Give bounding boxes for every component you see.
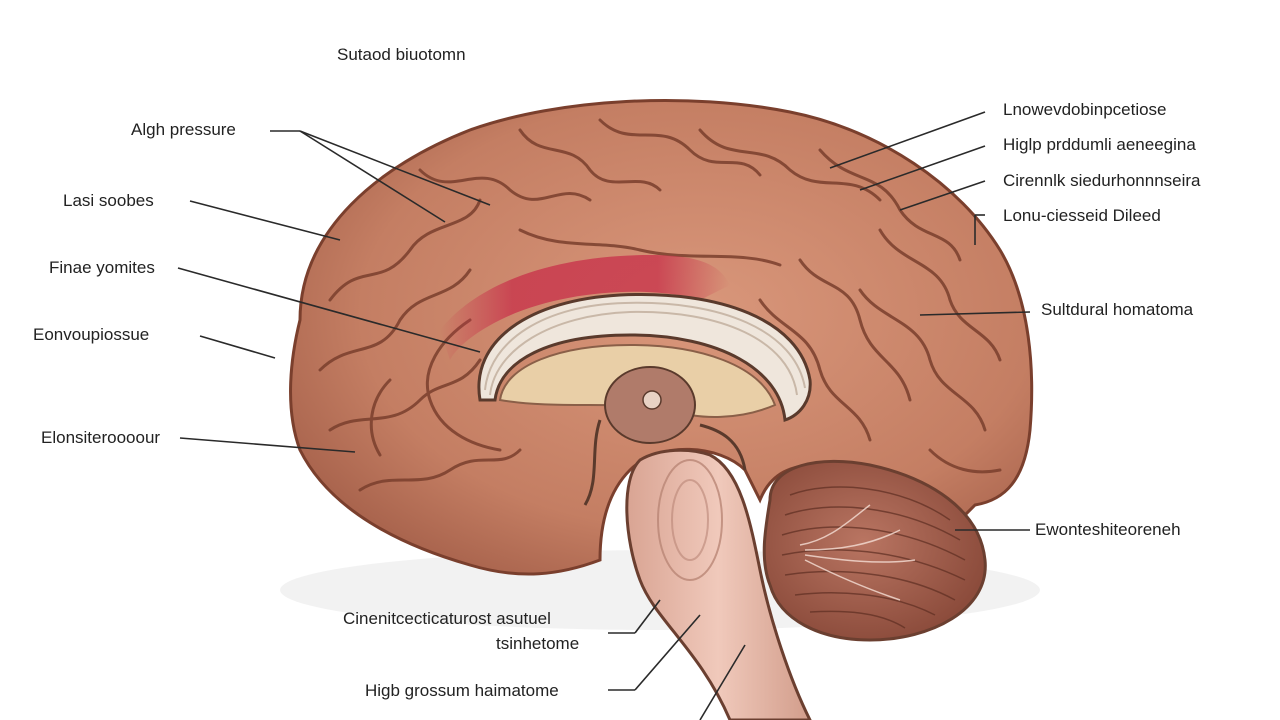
label-right-6: Ewonteshiteoreneh [1035,520,1181,539]
sulci-pattern [318,118,1002,492]
label-right-4: Lonu-ciesseid Dileed [1003,206,1161,225]
label-right-5: Sultdural homatoma [1041,300,1194,319]
label-right-1: Lnowevdobinpcetiose [1003,100,1167,119]
label-bottom-1a: Cinenitcecticaturost asutuel [343,609,551,628]
label-left-3: Finae yomites [49,258,155,277]
leader-lines [177,111,1031,720]
diagram-title: Sutaod biuotomn [337,45,466,64]
fornix [583,419,602,506]
hemorrhage-region [440,255,730,360]
label-right-3: Cirennlk siedurhonnnseira [1003,171,1201,190]
arbor-vitae [799,504,916,601]
label-left-2: Lasi soobes [63,191,154,210]
label-left-1: Algh pressure [131,120,236,139]
cerebellum-folia [781,486,966,629]
label-left-5: Elonsiteroooour [41,428,161,447]
label-bottom-2: Higb grossum haimatome [365,681,559,700]
label-left-4: Eonvoupiossue [33,325,150,344]
callosum-fibers [484,301,806,396]
label-bottom-1b: tsinhetome [496,634,580,653]
cerebellum [762,459,987,642]
label-right-2: Higlp prddumli aeneegina [1003,135,1196,154]
